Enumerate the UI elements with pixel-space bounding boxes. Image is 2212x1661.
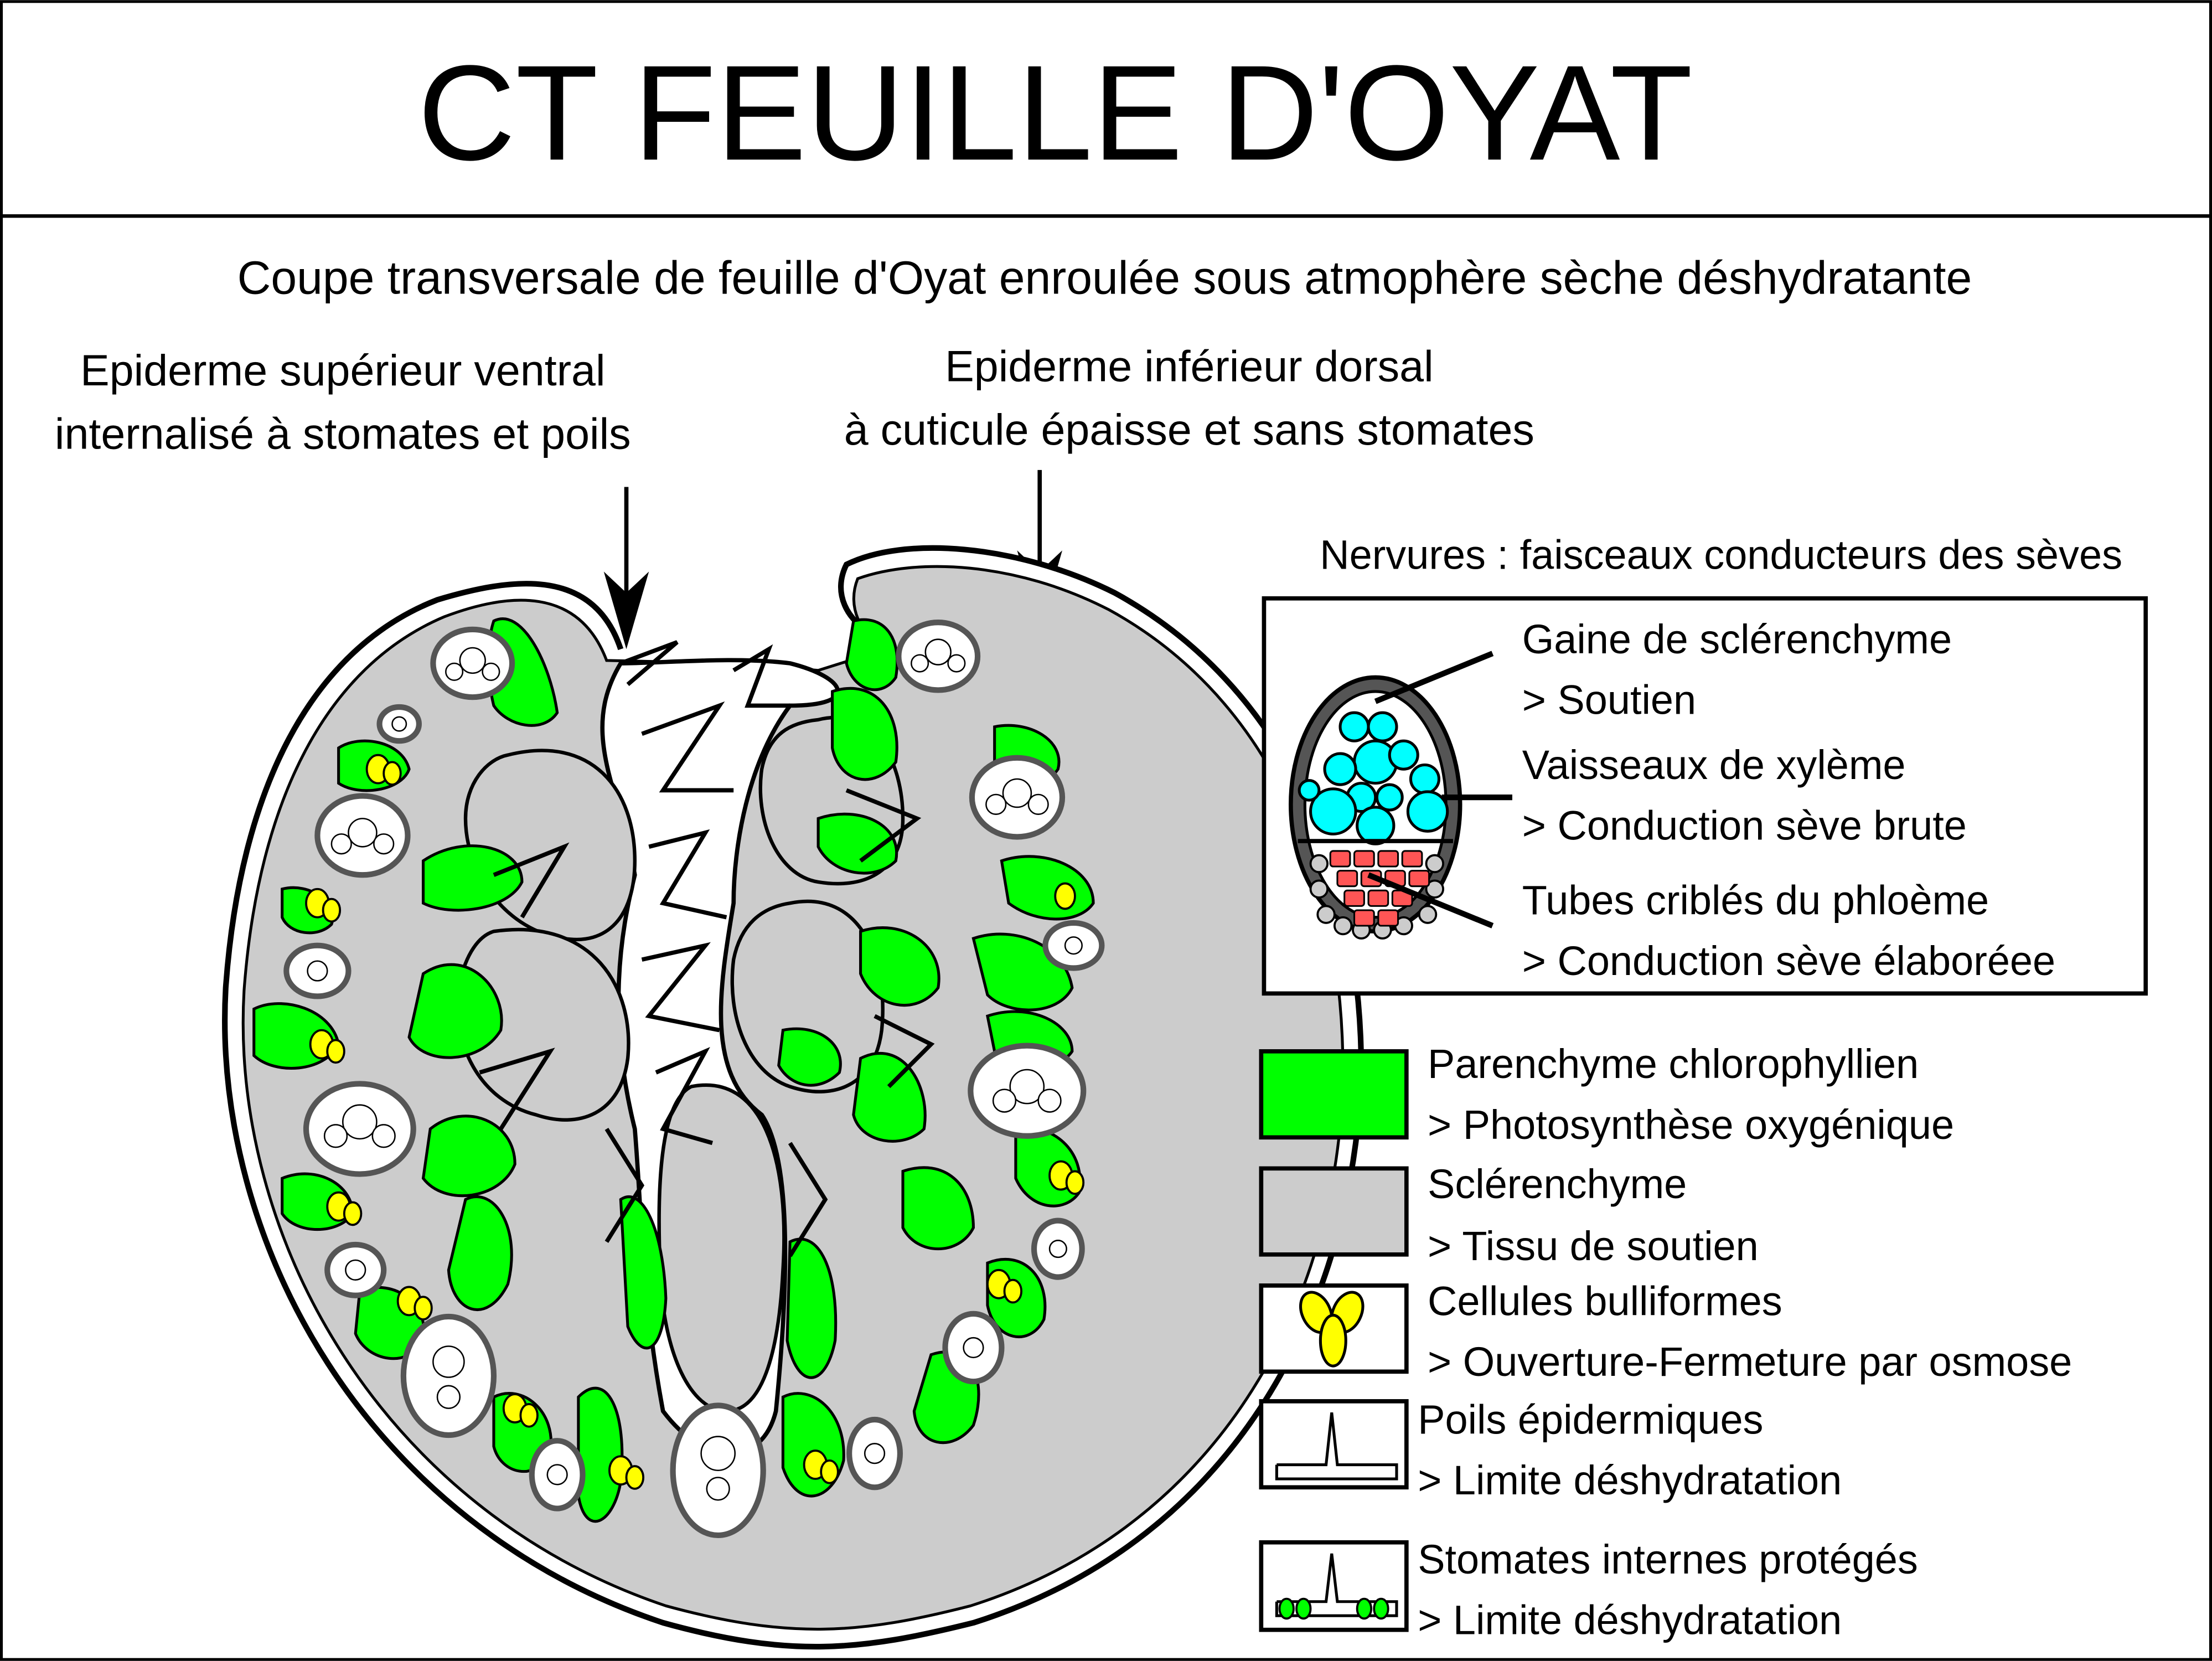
epidermal-hairs (479, 640, 935, 1257)
legend-bulliform-name: Cellules bulliformes (1428, 1278, 1782, 1324)
subtitle: Coupe transversale de feuille d'Oyat enr… (237, 251, 1972, 303)
legend-stomata-role: > Limite déshydratation (1418, 1597, 1842, 1643)
legend-hairs-role: > Limite déshydratation (1418, 1457, 1842, 1503)
legend-stomata-name: Stomates internes protégés (1418, 1536, 1918, 1582)
nervure-heading: Nervures : faisceaux conducteurs des sèv… (1320, 532, 2122, 577)
arrow-upper-epidermis (603, 487, 649, 649)
upper-epidermis-label-line1: Epiderme supérieur ventral (80, 345, 605, 395)
lower-epidermis-label-line1: Epiderme inférieur dorsal (945, 341, 1434, 390)
upper-epidermis-label-line2: internalisé à stomates et poils (55, 409, 631, 458)
bulliform-clusters (305, 754, 1085, 1490)
nervure-item-2-name: Vaisseaux de xylème (1522, 742, 1906, 788)
nervure-item-1-name: Gaine de sclérenchyme (1522, 616, 1952, 662)
legend-swatch-sclerenchyma (1259, 1166, 1409, 1257)
leaf-cross-section (222, 545, 1365, 1650)
legend-bulliform-role: > Ouverture-Fermeture par osmose (1428, 1339, 2072, 1385)
pointer-phloem (1367, 872, 1494, 928)
nervure-item-1-role: > Soutien (1522, 677, 1696, 723)
legend-swatch-chlorenchyma (1259, 1049, 1409, 1140)
legend-hairs-name: Poils épidermiques (1418, 1396, 1763, 1442)
xylem-vessels (1298, 711, 1449, 845)
legend-sclerenchyma-name: Sclérenchyme (1428, 1161, 1687, 1207)
nervure-item-2-role: > Conduction sève brute (1522, 803, 1967, 849)
stomata-icon (1275, 1553, 1398, 1620)
pointer-sheath (1374, 651, 1494, 704)
legend-chlorenchyma-role: > Photosynthèse oxygénique (1428, 1102, 1954, 1148)
nervure-item-3-name: Tubes criblés du phloème (1522, 878, 1989, 924)
page-title: CT FEUILLE D'OYAT (418, 37, 1693, 188)
legend-sclerenchyma-role: > Tissu de soutien (1428, 1223, 1759, 1269)
bulliform-cell-icon (1299, 1291, 1365, 1368)
nervure-item-3-role: > Conduction sève élaboréee (1522, 938, 2055, 984)
legend-chlorenchyma-name: Parenchyme chlorophyllien (1428, 1041, 1919, 1087)
nervure-illustration (1289, 651, 1512, 940)
epidermal-hair-icon (1275, 1412, 1398, 1481)
legend: Parenchyme chlorophyllien > Photosynthès… (1259, 1041, 2072, 1643)
vascular-bundle-cells (307, 638, 1083, 1501)
lower-epidermis-label-line2: à cuticule épaisse et sans stomates (844, 405, 1534, 454)
